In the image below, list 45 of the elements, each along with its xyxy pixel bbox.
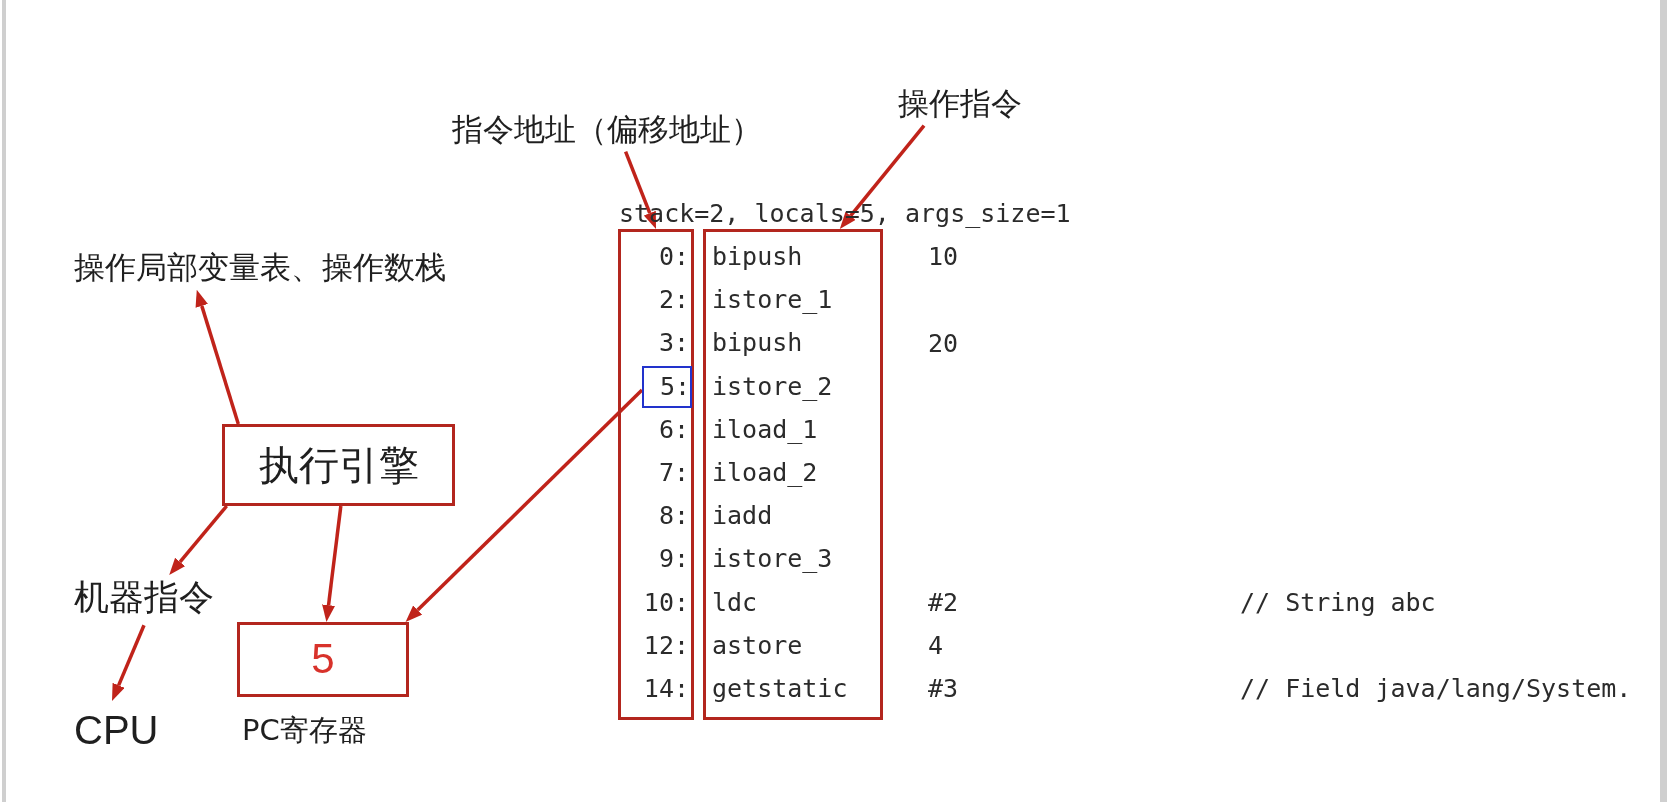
offset-number: 8: — [658, 501, 689, 532]
annotation-label: 机器指令 — [74, 577, 214, 618]
arrow — [839, 124, 926, 229]
opcode-text: iload_2 — [712, 458, 818, 488]
arrow — [322, 505, 343, 622]
offset-number: 10: — [643, 587, 689, 618]
opcode-text: istore_3 — [712, 544, 833, 575]
offset-number: 6: — [658, 414, 689, 445]
operand-value: 4 — [928, 631, 944, 661]
instruction-column-box — [703, 229, 883, 720]
highlight-box: 5: — [642, 366, 692, 408]
operand-value: #3 — [928, 674, 959, 704]
code-comment: // String abc — [1240, 588, 1436, 618]
opcode-text: iadd — [712, 501, 773, 532]
offset-number: 0: — [658, 242, 689, 272]
annotation-label: 操作局部变量表、操作数栈 — [74, 250, 446, 286]
offset-number: 3: — [658, 328, 689, 359]
arrow — [169, 504, 228, 575]
operand-value: #2 — [928, 588, 959, 618]
opcode-text: iload_1 — [712, 414, 818, 445]
operand-value: 20 — [928, 329, 959, 359]
code-comment: // Field java/lang/System. — [1240, 674, 1632, 704]
arrow — [112, 624, 146, 701]
process-box: 执行引擎 — [222, 424, 455, 506]
offset-number: 7: — [658, 458, 689, 488]
offset-number: 9: — [658, 544, 689, 575]
opcode-text: istore_1 — [712, 285, 833, 316]
register-box: 5 — [237, 622, 409, 697]
operand-value: 10 — [928, 242, 959, 272]
arrow — [195, 289, 240, 425]
offset-column-box — [618, 229, 694, 720]
opcode-text: ldc — [712, 587, 758, 618]
opcode-text: istore_2 — [712, 371, 833, 402]
offset-number: 2: — [658, 285, 689, 316]
opcode-text: getstatic — [712, 674, 848, 704]
opcode-text: bipush — [712, 328, 803, 359]
opcode-text: astore — [712, 630, 803, 661]
annotation-label: 操作指令 — [898, 86, 1022, 122]
register-caption: PC寄存器 — [242, 714, 367, 748]
arrow — [405, 388, 644, 622]
offset-number: 14: — [643, 674, 689, 704]
annotation-label: CPU — [74, 707, 159, 753]
offset-number: 12: — [643, 630, 689, 661]
opcode-text: bipush — [712, 242, 803, 272]
annotation-label: 指令地址（偏移地址） — [452, 112, 762, 148]
